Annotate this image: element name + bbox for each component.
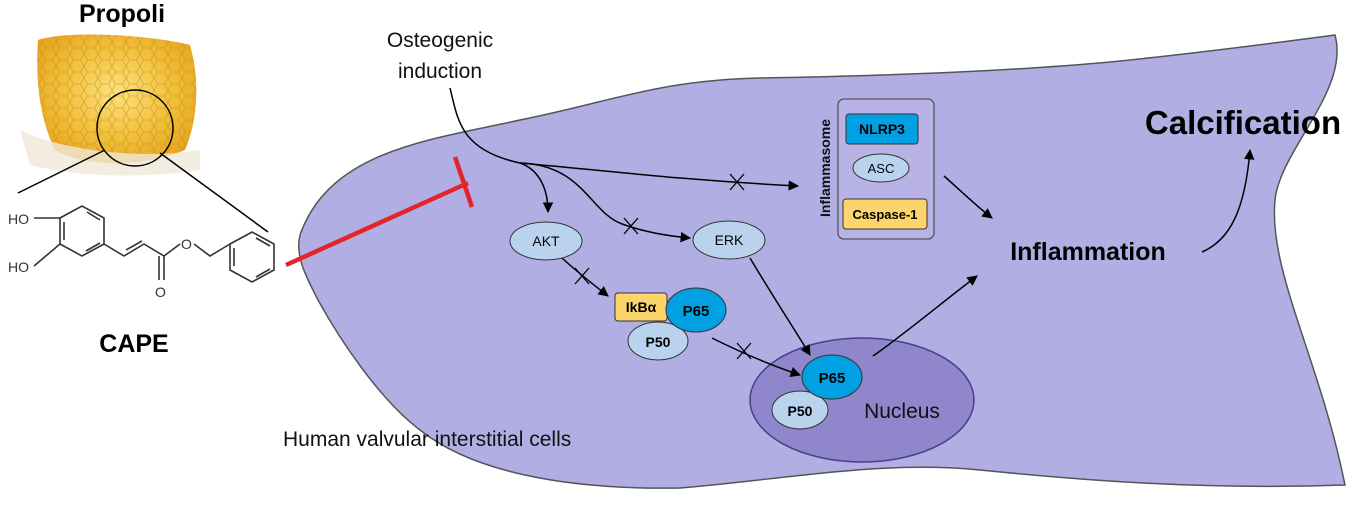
zoom-circle xyxy=(96,89,174,167)
propoli-label: Propoli xyxy=(79,0,165,28)
calcification-label: Calcification xyxy=(1145,104,1341,141)
p65-cyto-oval xyxy=(665,287,727,333)
arrow-to-akt xyxy=(519,162,554,214)
ho-bottom-label: HO xyxy=(8,259,29,275)
arrow-inflammation-to-calcification xyxy=(1201,148,1255,253)
arrow-to-erk xyxy=(519,162,692,243)
asc-label: ASC xyxy=(868,161,895,176)
osteogenic-label-line1: Osteogenic xyxy=(387,29,493,52)
p50-nuc-oval xyxy=(771,390,829,430)
erk-oval xyxy=(692,220,766,260)
akt-oval xyxy=(509,221,583,261)
inflammation-label: Inflammation xyxy=(1010,238,1166,266)
ikba-label: IkBα xyxy=(626,299,657,315)
cell-caption: Human valvular interstitial cells xyxy=(283,428,571,451)
p65-nuc-label: P65 xyxy=(819,370,846,387)
p65-cyto-label: P65 xyxy=(683,303,710,320)
p50-nuc-label: P50 xyxy=(788,403,813,419)
asc-oval xyxy=(852,153,910,183)
inhibition-bar xyxy=(285,156,475,268)
o-carbonyl-label: O xyxy=(155,284,166,300)
arrow-nucleus-to-inflammation xyxy=(872,275,978,357)
caspase1-label: Caspase-1 xyxy=(852,207,917,222)
cape-label: CAPE xyxy=(99,330,168,358)
zoom-line-right xyxy=(159,152,269,233)
blocked-x-marks xyxy=(574,173,752,360)
osteogenic-label-line2: induction xyxy=(398,60,482,83)
arrow-akt-to-ikba xyxy=(561,257,609,297)
honeycomb-image xyxy=(20,34,200,176)
nlrp3-label: NLRP3 xyxy=(859,121,905,137)
nucleus-label: Nucleus xyxy=(864,400,940,423)
nlrp3-box xyxy=(845,113,919,145)
arrow-inflammasome-to-inflammation xyxy=(943,175,993,219)
zoom-line-left xyxy=(17,149,106,194)
p50-cyto-oval xyxy=(627,321,689,361)
arrow-to-inflammasome xyxy=(519,162,800,191)
arrow-erk-to-nucleus xyxy=(749,257,811,356)
cell-body xyxy=(298,34,1346,489)
o-ester-label: O xyxy=(181,236,192,252)
ho-top-label: HO xyxy=(8,211,29,227)
cape-molecule xyxy=(33,205,275,283)
induction-curve xyxy=(449,87,521,164)
inflammasome-label: Inflammasome xyxy=(817,119,833,217)
arrow-p50-to-nucleus xyxy=(711,337,801,377)
pathway-arrows xyxy=(449,87,1255,377)
caspase1-box xyxy=(842,198,928,230)
p65-nuc-oval xyxy=(801,354,863,400)
erk-label: ERK xyxy=(715,232,744,248)
p50-cyto-label: P50 xyxy=(646,334,671,350)
akt-label: AKT xyxy=(532,233,560,249)
